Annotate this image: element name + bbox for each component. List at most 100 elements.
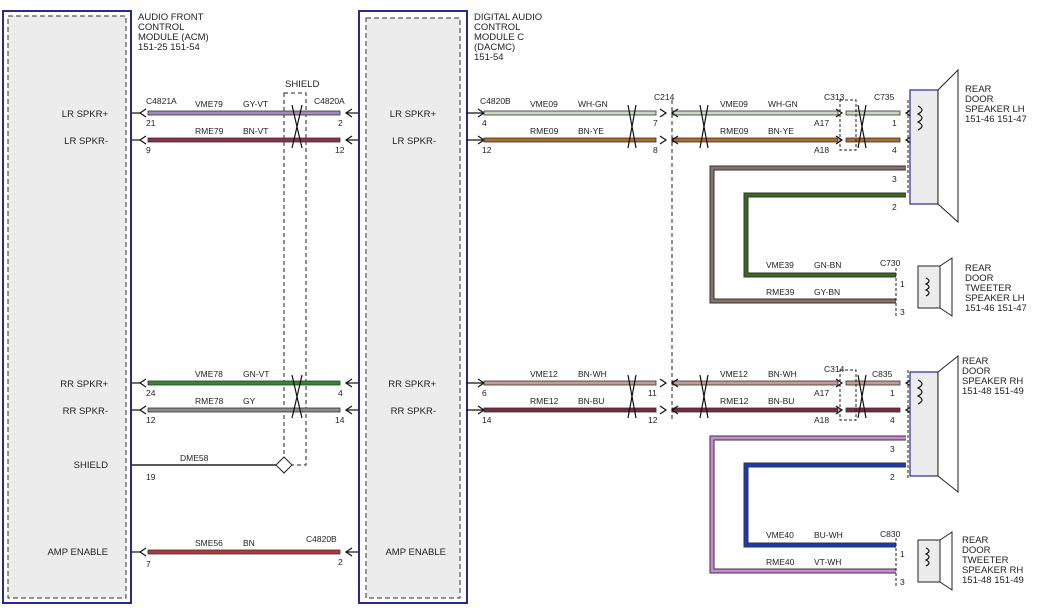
wire-rme09-c bbox=[845, 137, 901, 143]
dacmc-pin-rr-spkr-pos: RR SPKR+ bbox=[388, 379, 436, 390]
color-bn-ye-b: BN-YE bbox=[768, 126, 794, 136]
lh-pin-2: 2 bbox=[892, 202, 897, 212]
tw-rh-1: REAR bbox=[962, 535, 989, 546]
tw-lh-5: 151-46 151-47 bbox=[965, 303, 1027, 314]
pin-2-amp: 2 bbox=[338, 557, 343, 567]
lh-pin-4: 4 bbox=[892, 145, 897, 155]
color-bn-wh-b: BN-WH bbox=[768, 369, 797, 379]
wire-rme39 bbox=[709, 165, 906, 304]
circuit-rme40: RME40 bbox=[766, 557, 795, 567]
acm-pin-lr-spkr-pos: LR SPKR+ bbox=[62, 109, 109, 120]
speaker-lh-icon bbox=[909, 68, 959, 224]
connector-c4820b: C4820B bbox=[306, 534, 337, 544]
color-gy: GY bbox=[243, 396, 256, 406]
circuit-rme79: RME79 bbox=[195, 126, 224, 136]
pin-12-dacmc-out: 12 bbox=[482, 145, 492, 155]
color-bn-wh-a: BN-WH bbox=[578, 369, 607, 379]
dacmc-title-2: CONTROL bbox=[474, 22, 520, 33]
color-bn-bu-b: BN-BU bbox=[768, 396, 794, 406]
color-bn-bu-a: BN-BU bbox=[578, 396, 604, 406]
spk-lh-2: DOOR bbox=[965, 94, 994, 105]
pin-4-dacmc: 4 bbox=[338, 388, 343, 398]
acm-pin-rr-spkr-pos: RR SPKR+ bbox=[60, 379, 108, 390]
wire-vme09-c bbox=[845, 110, 901, 116]
dacmc-title-5: 151-54 bbox=[474, 52, 504, 63]
acm-title-4: 151-25 151-54 bbox=[138, 42, 200, 53]
wire-rme12-c bbox=[845, 407, 901, 413]
acm-pin-lr-spkr-neg: LR SPKR- bbox=[64, 136, 108, 147]
circuit-rme12-a: RME12 bbox=[530, 396, 559, 406]
connector-c835: C835 bbox=[872, 369, 893, 379]
tw-lh-1: REAR bbox=[965, 263, 992, 274]
wire-vme09-a bbox=[483, 110, 657, 116]
wire-dme58 bbox=[132, 456, 293, 474]
tw-rh-3: TWEETER bbox=[962, 555, 1009, 566]
tl-pin-3: 3 bbox=[900, 307, 905, 317]
color-bn-vt: BN-VT bbox=[243, 126, 269, 136]
circuit-rme09-b: RME09 bbox=[720, 126, 749, 136]
color-bn-ye-a: BN-YE bbox=[578, 126, 604, 136]
wire-vme40 bbox=[743, 462, 906, 548]
spk-lh-4: 151-46 151-47 bbox=[965, 114, 1027, 125]
color-bu-wh: BU-WH bbox=[814, 530, 843, 540]
pin-8-c214: 8 bbox=[653, 145, 658, 155]
acm-title-2: CONTROL bbox=[138, 22, 184, 33]
circuit-sme56: SME56 bbox=[195, 538, 223, 548]
pin-7: 7 bbox=[146, 559, 151, 569]
spk-lh-3: SPEAKER LH bbox=[965, 104, 1025, 115]
rh-pin-3: 3 bbox=[890, 444, 895, 454]
connector-c4820a: C4820A bbox=[314, 96, 345, 106]
color-bn: BN bbox=[243, 538, 255, 548]
color-gy-bn: GY-BN bbox=[814, 287, 840, 297]
circuit-vme09-b: VME09 bbox=[720, 99, 748, 109]
acm-pin-rr-spkr-neg: RR SPKR- bbox=[63, 406, 108, 417]
spk-rh-2: DOOR bbox=[962, 366, 991, 377]
wire-rme09-a bbox=[483, 137, 657, 143]
acm-pin-shield: SHIELD bbox=[74, 460, 108, 471]
circuit-vme12-b: VME12 bbox=[720, 369, 748, 379]
circuit-rme39: RME39 bbox=[766, 287, 795, 297]
pin-12-dacmc: 12 bbox=[335, 145, 345, 155]
acm-pin-amp-enable: AMP ENABLE bbox=[47, 547, 108, 558]
connector-c730: C730 bbox=[880, 258, 901, 268]
spk-rh-4: 151-48 151-49 bbox=[962, 386, 1024, 397]
pin-12-c214: 12 bbox=[648, 415, 658, 425]
color-gy-vt: GY-VT bbox=[243, 99, 268, 109]
tw-rh-5: 151-48 151-49 bbox=[962, 575, 1024, 586]
pin-11-c214: 11 bbox=[648, 388, 657, 398]
acm-module bbox=[2, 10, 132, 604]
circuit-vme78: VME78 bbox=[195, 369, 223, 379]
pin-6-dacmc-out: 6 bbox=[482, 388, 487, 398]
wire-vme12-c bbox=[845, 380, 901, 386]
dacmc-pin-rr-spkr-neg: RR SPKR- bbox=[391, 406, 436, 417]
tw-lh-2: DOOR bbox=[965, 273, 994, 284]
wire-rme79 bbox=[147, 137, 341, 143]
dacmc-title-3: MODULE C bbox=[474, 32, 524, 43]
pin-9: 9 bbox=[146, 145, 151, 155]
rh-pin-1: 1 bbox=[890, 388, 895, 398]
pin-a18-c313: A18 bbox=[814, 145, 829, 155]
pin-24: 24 bbox=[146, 388, 156, 398]
connector-c314: C314 bbox=[824, 364, 845, 374]
pin-7-c214: 7 bbox=[653, 118, 658, 128]
wire-rme12-a bbox=[483, 407, 657, 413]
dacmc-pin-lr-spkr-neg: LR SPKR- bbox=[392, 136, 436, 147]
circuit-rme78: RME78 bbox=[195, 396, 224, 406]
dacmc-title-4: (DACMC) bbox=[474, 42, 515, 53]
tr-pin-1: 1 bbox=[900, 549, 905, 559]
tweeter-rh-icon bbox=[917, 531, 953, 591]
wire-rme78 bbox=[147, 407, 341, 413]
wire-vme78 bbox=[147, 380, 341, 386]
pin-14-dacmc: 14 bbox=[335, 415, 345, 425]
circuit-vme39: VME39 bbox=[766, 260, 794, 270]
tr-pin-3: 3 bbox=[900, 577, 905, 587]
circuit-rme12-b: RME12 bbox=[720, 396, 749, 406]
wire-vme39 bbox=[743, 192, 906, 278]
wire-vme79 bbox=[147, 110, 341, 116]
lh-pin-3: 3 bbox=[892, 174, 897, 184]
c313-dashed-box bbox=[839, 99, 857, 151]
pin-a18-c314: A18 bbox=[814, 415, 829, 425]
wire-vme12-a bbox=[483, 380, 657, 386]
shield-label: SHIELD bbox=[285, 79, 319, 90]
